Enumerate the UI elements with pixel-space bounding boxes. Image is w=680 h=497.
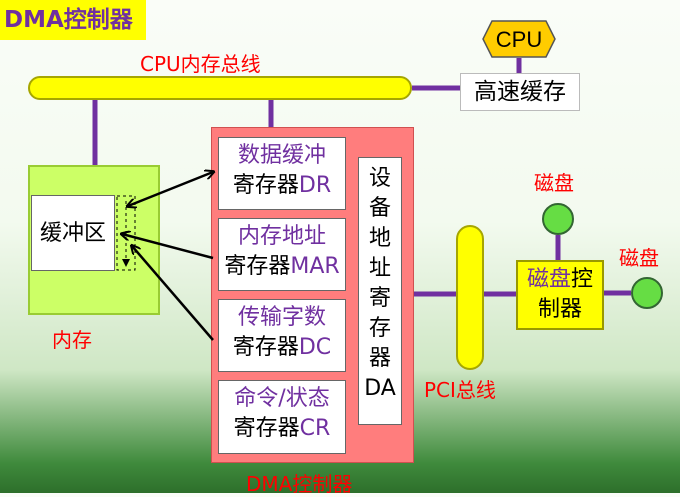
register-abbrev: MAR bbox=[290, 254, 340, 279]
mar-buffer-arrow bbox=[122, 234, 214, 260]
data-buffer-register: 数据缓冲 寄存器DR bbox=[218, 137, 346, 210]
dr-buffer-arrow bbox=[128, 172, 213, 206]
slide-title: DMA控制器 bbox=[0, 0, 146, 40]
dma-controller-label: DMA控制器 bbox=[246, 472, 353, 496]
dc-buffer-arrow bbox=[132, 246, 214, 341]
da-char: 寄 bbox=[368, 286, 391, 311]
memory-label: 内存 bbox=[52, 328, 92, 352]
word-count-register: 传输字数 寄存器DC bbox=[218, 299, 346, 372]
disk-1-label: 磁盘 bbox=[534, 171, 574, 195]
register-label: 传输字数 bbox=[237, 305, 326, 330]
register-abbrev: DC bbox=[298, 335, 332, 360]
disk-controller-label: 磁盘 bbox=[526, 267, 571, 292]
da-char: 地 bbox=[368, 226, 391, 251]
register-label: 寄存器 bbox=[232, 335, 299, 360]
command-status-register: 命令/状态 寄存器CR bbox=[218, 380, 346, 454]
cache-box: 高速缓存 bbox=[460, 73, 580, 111]
disk-controller-label: 制器 bbox=[537, 297, 582, 322]
da-char: 存 bbox=[368, 316, 391, 341]
register-label: 寄存器 bbox=[224, 254, 291, 279]
cpu-memory-bus bbox=[28, 76, 412, 100]
da-char: 设 bbox=[368, 166, 391, 191]
da-char: DA bbox=[364, 376, 396, 401]
register-abbrev: CR bbox=[299, 416, 331, 441]
memory-address-register: 内存地址 寄存器MAR bbox=[218, 218, 346, 291]
cpu-hexagon-shape: CPU bbox=[482, 20, 556, 58]
cpu-bus-label: CPU内存总线 bbox=[140, 52, 261, 76]
disk-2 bbox=[631, 277, 663, 309]
da-char: 备 bbox=[368, 196, 391, 221]
device-address-register: 设 备 地 址 寄 存 器 DA bbox=[358, 157, 402, 425]
pci-bus-label: PCI总线 bbox=[424, 378, 496, 402]
buffer-box: 缓冲区 bbox=[31, 195, 115, 271]
da-char: 器 bbox=[368, 346, 391, 371]
register-label: 命令/状态 bbox=[234, 386, 330, 411]
register-label: 寄存器 bbox=[233, 416, 300, 441]
disk-controller-label: 控 bbox=[571, 267, 594, 292]
register-abbrev: DR bbox=[298, 173, 332, 198]
disk-controller-box: 磁盘控 制器 bbox=[516, 260, 604, 330]
register-label: 内存地址 bbox=[237, 224, 326, 249]
pci-bus bbox=[456, 225, 484, 370]
disk-1 bbox=[542, 203, 574, 235]
disk-2-label: 磁盘 bbox=[619, 246, 659, 270]
register-label: 寄存器 bbox=[232, 173, 299, 198]
cpu-label: CPU bbox=[496, 27, 542, 52]
cpu-node: CPU bbox=[482, 20, 556, 58]
register-label: 数据缓冲 bbox=[237, 143, 326, 168]
da-char: 址 bbox=[368, 256, 391, 281]
